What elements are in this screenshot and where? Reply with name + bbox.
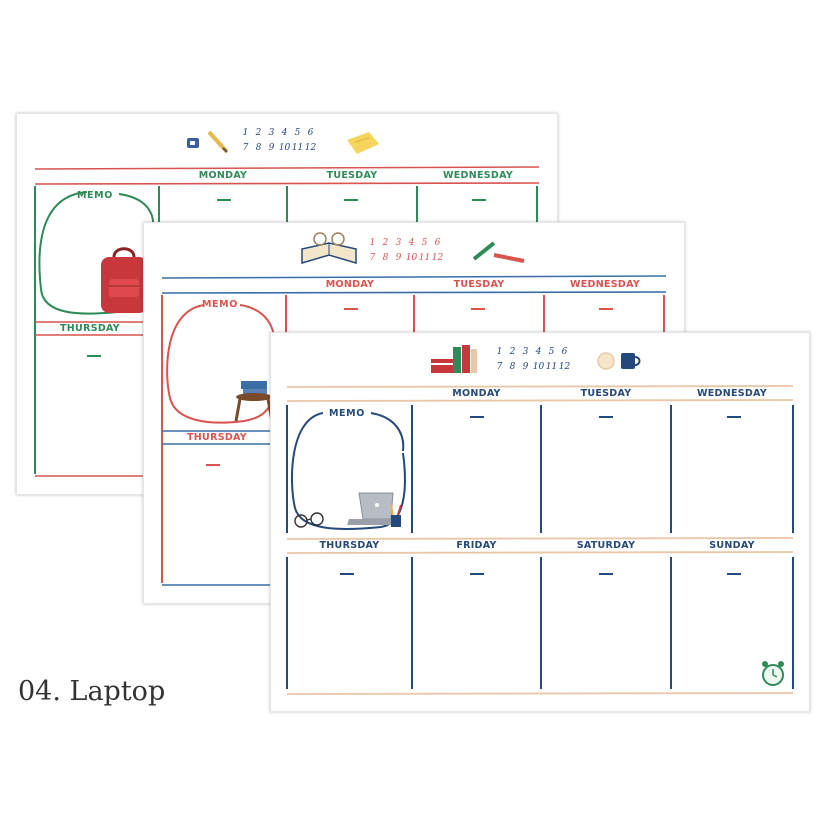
day-label-monday: MONDAY <box>325 279 375 290</box>
day-label-wednesday: WEDNESDAY <box>696 388 768 399</box>
sheet-back-lines <box>34 130 540 477</box>
sharpener-icon <box>187 138 199 148</box>
day-label-saturday: SATURDAY <box>576 540 636 551</box>
glasses-icon <box>294 512 324 528</box>
backpack-icon <box>101 247 147 313</box>
day-label-wednesday: WEDNESDAY <box>569 279 641 290</box>
laptop-icon <box>347 492 399 525</box>
day-label-wednesday: WEDNESDAY <box>442 170 514 181</box>
open-book-glasses-icon <box>301 232 357 265</box>
books-icon <box>431 345 477 373</box>
memo-pad-icon <box>347 132 379 154</box>
pencil-cup-icon <box>390 504 402 527</box>
day-label-thursday: THURSDAY <box>187 432 247 443</box>
alarm-clock-icon <box>762 661 784 686</box>
pen-icon <box>472 241 525 263</box>
memo-label: MEMO <box>77 190 113 201</box>
memo-label: MEMO <box>329 408 365 419</box>
day-label-friday: FRIDAY <box>456 540 497 551</box>
day-label-monday: MONDAY <box>198 170 248 181</box>
day-label-thursday: THURSDAY <box>319 540 380 551</box>
day-label-tuesday: TUESDAY <box>580 388 632 399</box>
day-label-thursday: THURSDAY <box>60 323 120 334</box>
day-label-tuesday: TUESDAY <box>326 170 378 181</box>
product-caption: 04. Laptop <box>18 676 166 707</box>
memo-label: MEMO <box>202 299 238 310</box>
day-label-sunday: SUNDAY <box>709 540 755 551</box>
stool-books-icon <box>234 381 274 422</box>
coffee-mug-icon <box>597 352 641 370</box>
sheet-front-lines <box>286 345 794 695</box>
day-label-monday: MONDAY <box>452 388 501 399</box>
pencil-icon <box>207 130 229 154</box>
day-label-tuesday: TUESDAY <box>453 279 505 290</box>
